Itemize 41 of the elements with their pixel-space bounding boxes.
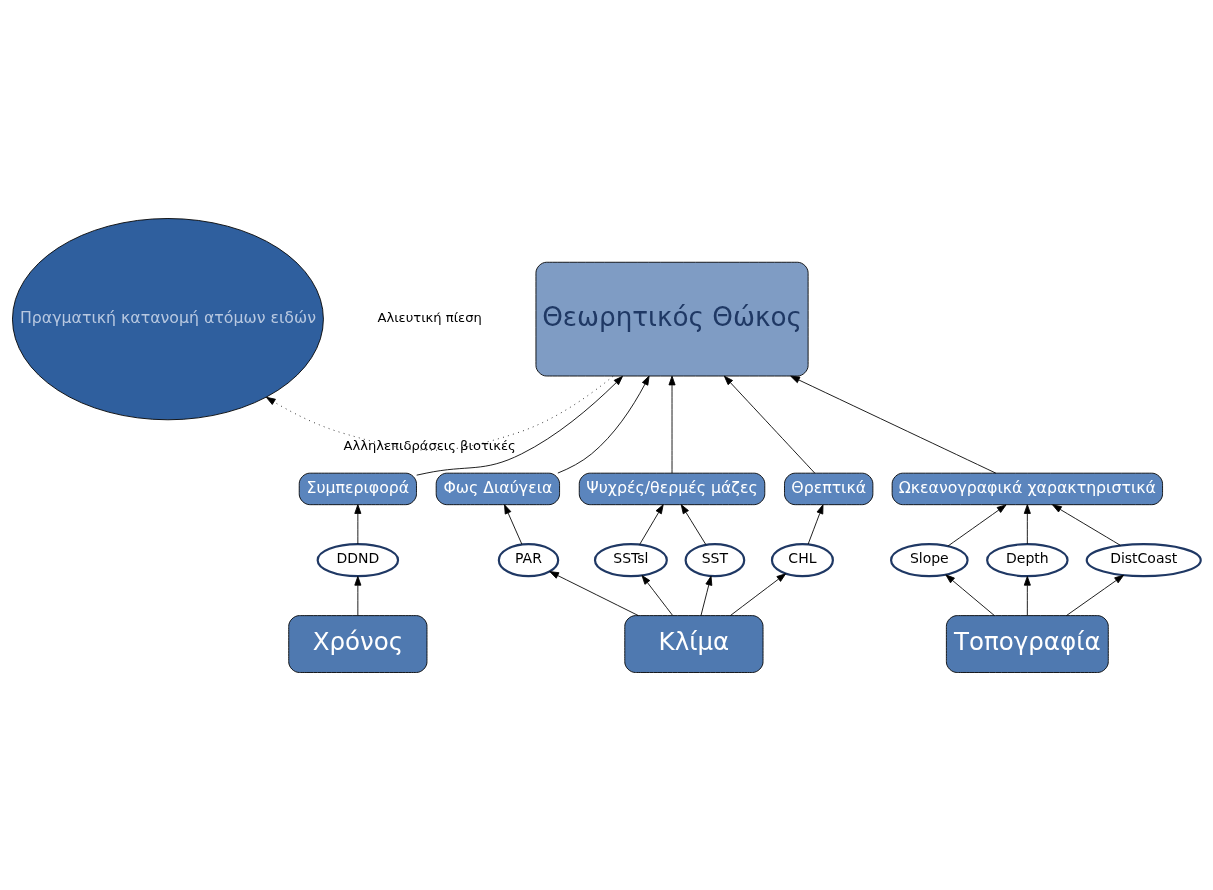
node-box: Κλίμα xyxy=(624,614,764,673)
arrow xyxy=(700,575,713,616)
node-box: Συμπεριφορά xyxy=(298,472,417,505)
arrow xyxy=(723,375,816,474)
node-box: Φως Διαύγεια xyxy=(435,472,560,505)
node-box: Τοπογραφία xyxy=(945,614,1109,673)
arrow xyxy=(947,503,1007,546)
arrow xyxy=(668,375,676,474)
arrow xyxy=(1023,575,1031,616)
node-box: Ψυχρές/θερμές μάζες xyxy=(578,472,766,505)
arrow xyxy=(945,573,995,616)
arrow xyxy=(1066,574,1124,616)
edge-label: Αλληλεπιδράσεις βιοτικές xyxy=(343,437,516,453)
arrow xyxy=(641,574,674,616)
arrow xyxy=(790,375,997,474)
arrow xyxy=(1052,503,1121,546)
arrow xyxy=(265,375,614,451)
arrow xyxy=(807,503,824,545)
node-ellipse: CHL xyxy=(770,542,834,577)
node-box: Θρεπτικά xyxy=(784,472,874,505)
node-ellipse: SSTsl xyxy=(593,542,668,577)
label: Αλιευτική πίεση xyxy=(377,309,482,325)
arrow xyxy=(557,375,650,473)
node-ellipse: Slope xyxy=(890,542,969,577)
node-ellipse: DistCoast xyxy=(1085,542,1202,577)
node-ellipse: Πραγματική κατανομή ατόμων ειδών xyxy=(12,217,324,420)
node-box: Θεωρητικός Θώκος xyxy=(535,261,809,376)
node-box: Ωκεανογραφικά χαρακτηριστικά xyxy=(891,472,1163,505)
arrow xyxy=(504,503,523,545)
node-ellipse: SST xyxy=(684,542,746,577)
node-box: Χρόνος xyxy=(288,614,428,673)
arrow xyxy=(549,570,639,616)
arrow xyxy=(1023,503,1031,544)
arrow xyxy=(354,575,362,616)
arrow xyxy=(354,503,362,544)
arrow xyxy=(680,503,707,545)
arrow xyxy=(639,503,664,545)
arrow xyxy=(729,572,787,616)
node-ellipse: DDND xyxy=(316,542,400,577)
node-ellipse: Depth xyxy=(986,542,1069,577)
arrow xyxy=(416,375,623,476)
